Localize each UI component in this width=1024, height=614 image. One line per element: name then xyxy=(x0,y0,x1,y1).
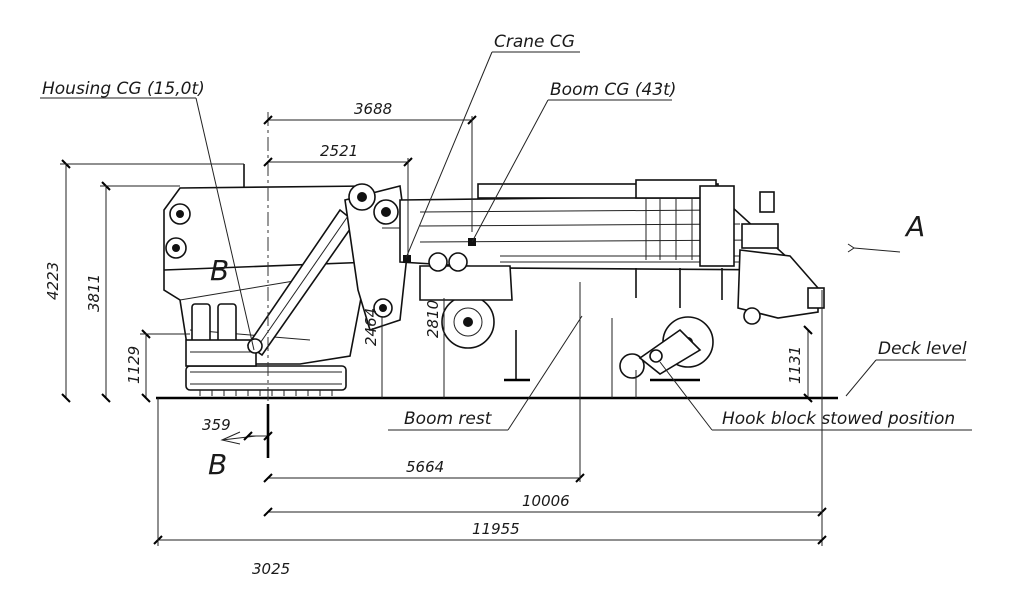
section-b-bottom-label: B xyxy=(208,448,227,481)
housing-cg-label: Housing CG (15,0t) xyxy=(42,79,205,99)
boom-rest-label: Boom rest xyxy=(404,409,493,429)
dimension-lines xyxy=(60,115,827,546)
deck-level-label: Deck level xyxy=(878,339,967,359)
housing-cg-marker xyxy=(403,255,411,263)
dim-2810: 2810 xyxy=(424,300,442,338)
leader-lines xyxy=(40,51,972,445)
crane-outline xyxy=(163,164,825,396)
dim-3811: 3811 xyxy=(85,274,103,312)
dim-2521: 2521 xyxy=(320,142,358,160)
dim-359: 359 xyxy=(202,416,231,434)
dim-5664: 5664 xyxy=(406,458,444,476)
dim-4223: 4223 xyxy=(44,262,62,300)
crane-cg-label: Crane CG xyxy=(494,32,575,52)
dim-11955: 11955 xyxy=(472,520,520,538)
dim-1131: 1131 xyxy=(786,346,804,384)
dim-1129: 1129 xyxy=(125,346,143,384)
boom-cg-label: Boom CG (43t) xyxy=(550,80,676,100)
dim-3025: 3025 xyxy=(252,560,290,578)
section-b-top-label: B xyxy=(210,254,229,287)
dim-10006: 10006 xyxy=(522,492,570,510)
dim-3688: 3688 xyxy=(354,100,392,118)
view-a-label: A xyxy=(904,210,925,243)
dim-2464: 2464 xyxy=(362,308,380,346)
hook-block-label: Hook block stowed position xyxy=(722,409,955,429)
